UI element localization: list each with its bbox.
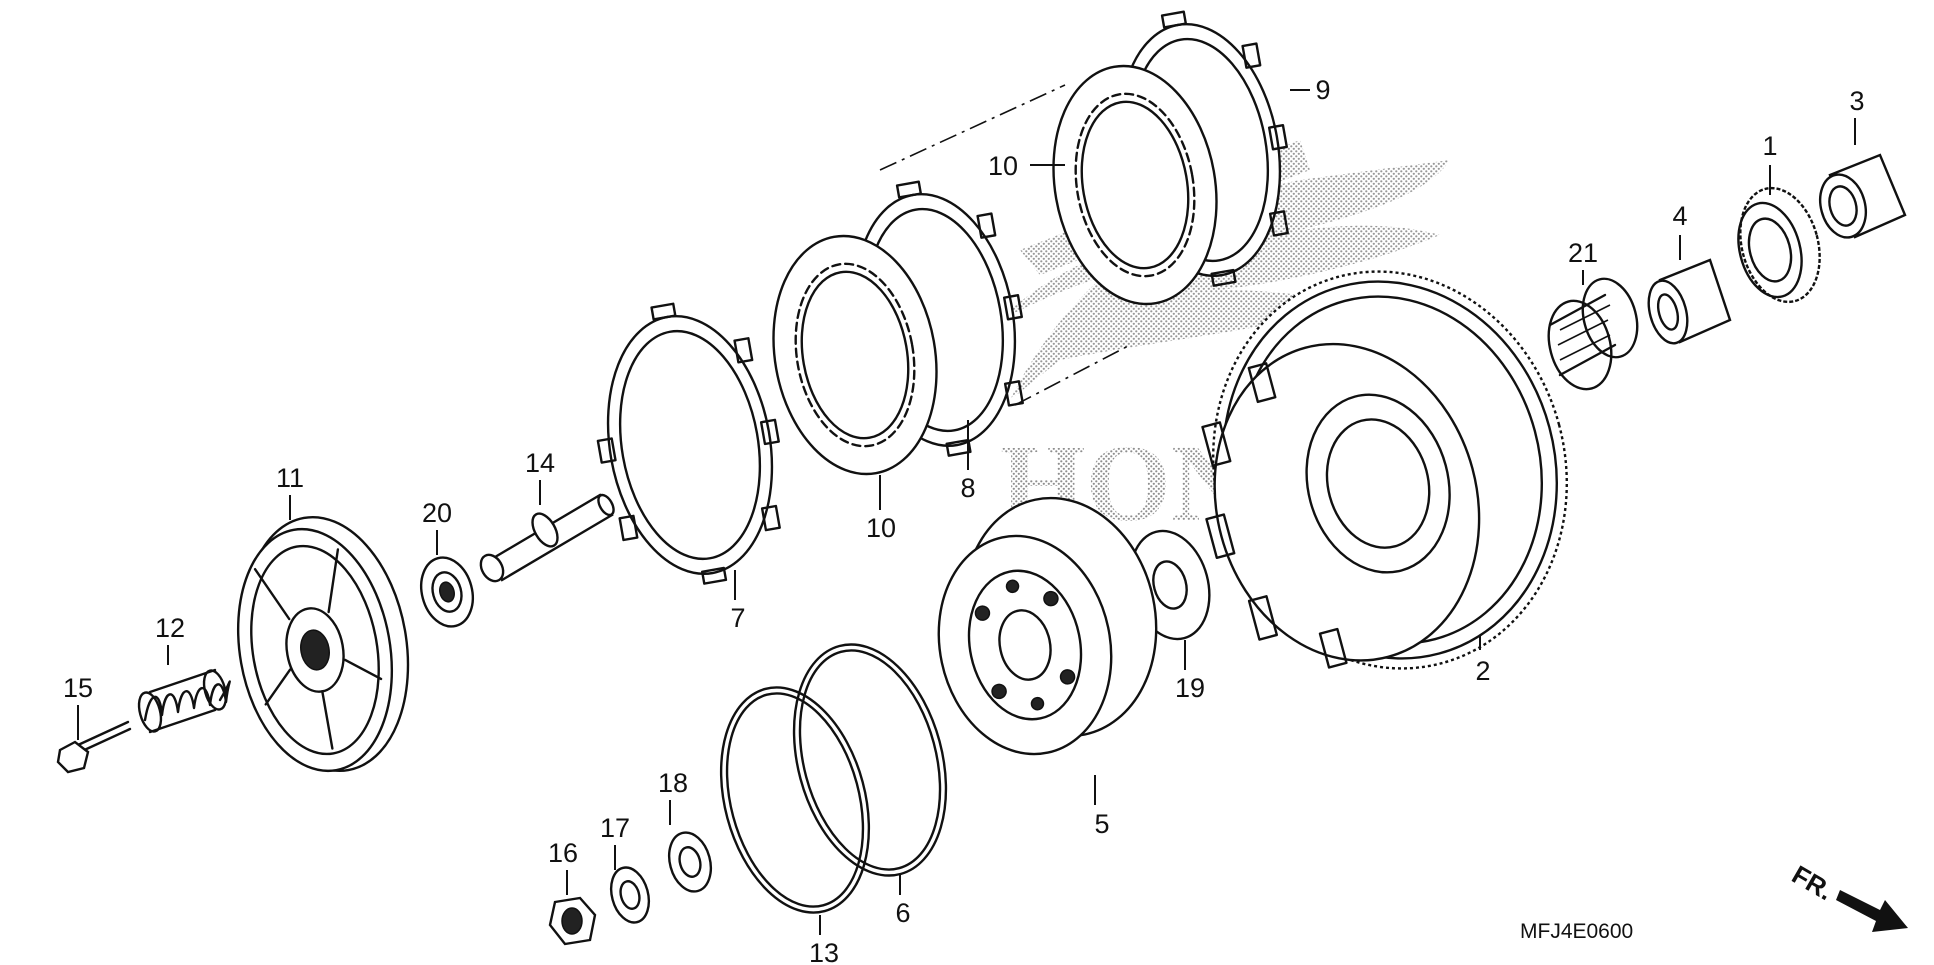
clutch-plate-10-lower: [772, 234, 938, 476]
friction-disc-7: [596, 302, 781, 585]
label-part-6: 6: [895, 898, 910, 928]
label-part-8: 8: [960, 473, 975, 503]
needle-bearing-21: [1547, 277, 1639, 391]
sleeve-4: [1647, 258, 1732, 345]
label-part-2: 2: [1475, 656, 1490, 686]
label-part-5: 5: [1094, 809, 1109, 839]
label-part-10-lower: 10: [866, 513, 896, 543]
label-part-16: 16: [548, 838, 578, 868]
label-part-19: 19: [1175, 673, 1205, 703]
front-direction-indicator: FR.: [1787, 859, 1908, 932]
lifter-rod-14: [479, 493, 615, 583]
clutch-center-5: [937, 496, 1158, 756]
front-label: FR.: [1787, 859, 1838, 906]
pressure-plate-11: [236, 515, 410, 773]
label-part-3: 3: [1849, 86, 1864, 116]
label-part-18: 18: [658, 768, 688, 798]
collar-3: [1818, 153, 1907, 239]
leader-lines: [77, 89, 1856, 935]
label-part-17: 17: [600, 813, 630, 843]
alignment-line: [879, 84, 1066, 171]
lock-washer-17: [609, 866, 651, 924]
label-part-7: 7: [730, 603, 745, 633]
lock-nut-16: [548, 896, 597, 946]
label-part-4: 4: [1672, 201, 1687, 231]
clutch-outer-housing-2: [1201, 270, 1568, 670]
oil-pump-gear-1: [1737, 186, 1821, 304]
part-labels: 1 2 3 4 5 6 7 8 9 10 10 11 12 13 14 15 1…: [63, 75, 1865, 965]
label-part-13: 13: [809, 938, 839, 965]
label-part-1: 1: [1762, 131, 1777, 161]
wire-ring-13: [719, 686, 871, 914]
label-part-12: 12: [155, 613, 185, 643]
clutch-plate-10-upper: [1052, 64, 1218, 306]
label-part-15: 15: [63, 673, 93, 703]
alignment-line-2: [1014, 344, 1131, 406]
label-part-20: 20: [422, 498, 452, 528]
label-part-11: 11: [276, 463, 304, 493]
clutch-spring-12: [137, 668, 231, 734]
front-arrow-icon: [1836, 890, 1908, 932]
label-part-9: 9: [1315, 75, 1330, 105]
wire-ring-6: [792, 643, 948, 877]
bearing-20: [420, 556, 474, 628]
bolt-15: [56, 720, 132, 774]
label-part-14: 14: [525, 448, 555, 478]
label-part-21: 21: [1568, 238, 1598, 268]
drawing-code: MFJ4E0600: [1520, 920, 1633, 943]
label-part-10-upper: 10: [988, 151, 1018, 181]
washer-18: [667, 831, 713, 893]
